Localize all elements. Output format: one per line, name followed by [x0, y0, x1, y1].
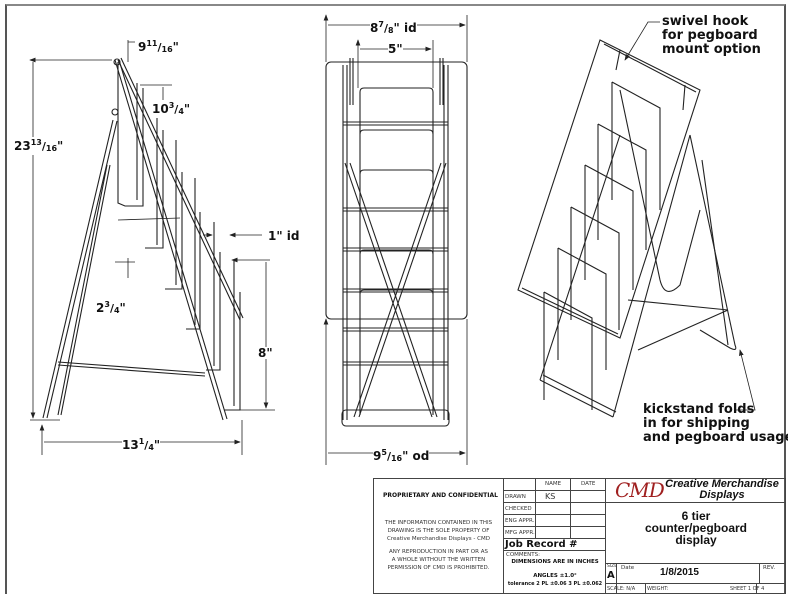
drawn-by: KS	[545, 492, 556, 501]
dim-num: 3	[168, 101, 175, 110]
note-line: for pegboard	[662, 28, 758, 43]
dim-top-offset: 911/16"	[138, 38, 179, 56]
dim-inner-width: 87/8" id	[370, 19, 417, 37]
dim-num: 13	[30, 138, 42, 147]
col-date-header: DATE	[581, 481, 596, 487]
dim-unit: " id	[393, 21, 417, 35]
dim-whole: 9	[373, 449, 382, 463]
angles-tolerance: ANGLES ±1.0°	[533, 573, 577, 579]
weight-label: WEIGHT:	[647, 586, 669, 592]
note-swivel-hook: swivel hook for pegboard mount option	[662, 15, 761, 57]
cmd-logo: CMD	[615, 478, 665, 502]
sheet-number: SHEET 1 OF 4	[730, 586, 765, 592]
linear-tolerance: tolerance 2 PL ±0.06 3 PL ±0.062	[507, 581, 603, 587]
note-kickstand: kickstand folds in for shipping and pegb…	[643, 403, 788, 445]
row-label: ENG APPR.	[505, 518, 535, 524]
dim-unit: "	[57, 139, 64, 153]
proprietary-label: PROPRIETARY AND CONFIDENTIAL	[383, 492, 498, 499]
dim-unit: "	[119, 301, 126, 315]
dim-height: 2313/16"	[14, 137, 64, 155]
comments-label: COMMENTS:	[506, 552, 540, 558]
dim-whole: 9	[138, 40, 147, 54]
dim-unit: "	[183, 102, 191, 116]
dim-den: 8	[387, 26, 394, 35]
note-line: kickstand folds	[643, 402, 755, 417]
dim-num: 5	[381, 448, 387, 457]
dim-tier-spacing: 23/4"	[96, 299, 126, 317]
row-label: CHECKED	[505, 506, 532, 512]
dim-den: 4	[113, 306, 120, 315]
dim-unit: "	[153, 438, 161, 452]
drawing-date: 1/8/2015	[660, 567, 699, 578]
dim-pocket-width: 5"	[388, 42, 403, 56]
notice-line: PERMISSION OF CMD IS PROHIBITED.	[387, 565, 490, 571]
dim-outer-width: 95/16" od	[373, 447, 430, 465]
company-line: Displays	[699, 489, 745, 501]
dim-den: 16	[390, 454, 403, 463]
note-line: mount option	[662, 42, 761, 57]
dim-num: 11	[146, 39, 158, 48]
notice-line: DRAWING IS THE SOLE PROPERTY OF	[387, 528, 490, 534]
size-label: SIZE	[607, 564, 618, 569]
dim-den: 16	[161, 45, 173, 54]
note-line: and pegboard usage	[643, 430, 788, 445]
title-line: display	[675, 533, 717, 547]
dim-den: 4	[148, 443, 154, 452]
title-line: counter/pegboard	[644, 521, 747, 535]
title-line: 6 tier	[681, 509, 711, 523]
col-name-header: NAME	[545, 481, 562, 487]
isometric-view	[517, 21, 756, 418]
sheet-size: A	[607, 570, 615, 581]
rev-label: REV.	[763, 565, 776, 571]
dim-num: 1	[138, 437, 145, 446]
notice-line: THE INFORMATION CONTAINED IN THIS	[384, 520, 493, 526]
notice-line: A WHOLE WITHOUT THE WRITTEN	[391, 557, 486, 563]
dim-whole: 13	[122, 438, 139, 452]
notice-line: ANY REPRODUCTION IN PART OR AS	[389, 549, 488, 555]
dim-pocket-depth: 103/4"	[152, 100, 191, 118]
note-line: in for shipping	[643, 416, 750, 431]
date-label: Date	[621, 565, 635, 571]
dim-whole: 10	[152, 102, 169, 116]
dim-pocket-height: 8"	[258, 346, 273, 360]
dim-base-depth: 131/4"	[122, 436, 161, 454]
dim-num: 3	[104, 300, 110, 309]
company-line: Creative Merchandise	[665, 478, 779, 490]
note-line: swivel hook	[662, 14, 749, 29]
dim-unit: " od	[402, 449, 430, 463]
dim-num: 7	[378, 20, 384, 29]
dimensions-note: DIMENSIONS ARE IN INCHES	[511, 559, 599, 565]
drawing-frame	[5, 4, 786, 594]
dim-whole: 8	[370, 21, 379, 35]
dim-whole: 2	[96, 301, 105, 315]
ownership-notice: THE INFORMATION CONTAINED IN THIS DRAWING…	[374, 519, 503, 572]
dim-den: 4	[178, 107, 184, 116]
row-label: DRAWN	[505, 494, 526, 500]
side-view	[30, 40, 275, 455]
dim-whole: 23	[14, 139, 31, 153]
notice-line: Creative Merchandise Displays - CMD	[387, 536, 490, 542]
dim-wire-gap: 1" id	[268, 229, 300, 243]
dim-unit: "	[172, 40, 179, 54]
front-view	[326, 15, 467, 465]
dim-den: 16	[45, 144, 58, 153]
row-label: MFG APPR.	[505, 530, 535, 536]
scale-label: SCALE: N/A	[607, 586, 636, 592]
job-record: Job Record #	[505, 539, 578, 550]
